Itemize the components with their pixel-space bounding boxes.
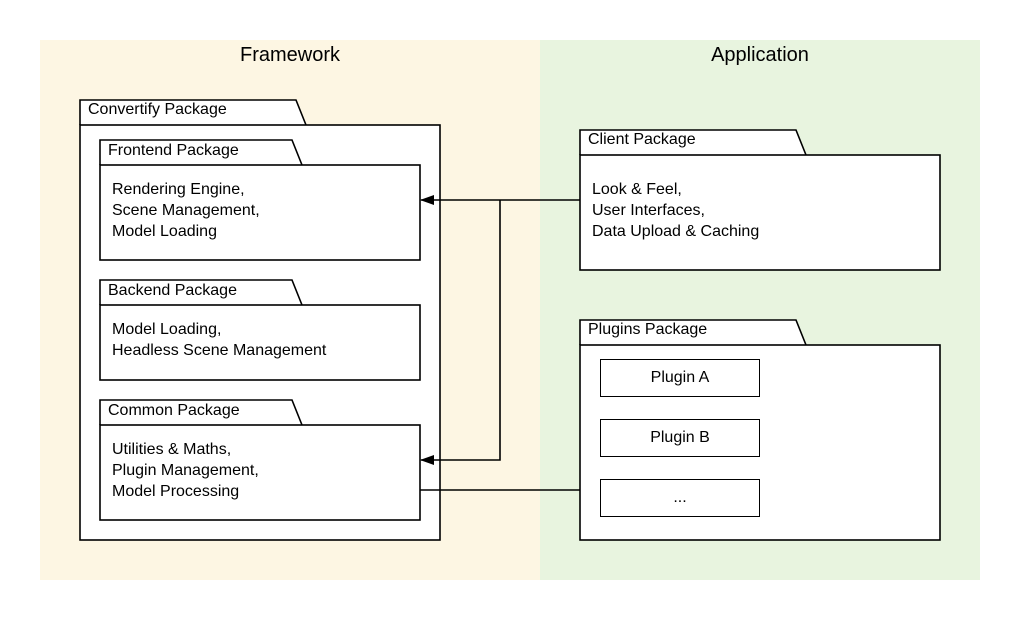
client-line: Data Upload & Caching: [592, 223, 760, 240]
plugin-more-box: ...: [600, 479, 760, 517]
backend-package-shape: [99, 279, 303, 306]
application-title: Application: [711, 44, 809, 66]
plugin-b-box: Plugin B: [600, 419, 760, 457]
client-package-body: [579, 154, 941, 271]
backend-line: Headless Scene Management: [112, 342, 327, 359]
common-package-shape: [99, 399, 303, 426]
client-line: User Interfaces,: [592, 202, 705, 219]
common-line: Model Processing: [112, 483, 240, 500]
client-package-content: Look & Feel, User Interfaces, Data Uploa…: [592, 179, 759, 242]
frontend-line: Model Loading: [112, 223, 217, 240]
client-package-title: Client Package: [588, 131, 696, 148]
backend-line: Model Loading,: [112, 321, 222, 338]
plugins-package-title: Plugins Package: [588, 321, 708, 338]
frontend-package-content: Rendering Engine, Scene Management, Mode…: [112, 179, 260, 242]
plugin-a-box: Plugin A: [600, 359, 760, 397]
framework-title: Framework: [239, 44, 340, 66]
common-package-title: Common Package: [108, 402, 240, 419]
convertify-package-shape: [79, 99, 307, 126]
backend-package-title: Backend Package: [108, 282, 237, 299]
frontend-package-body: [99, 164, 421, 261]
frontend-line: Rendering Engine,: [112, 181, 245, 198]
client-package-shape: [579, 129, 807, 156]
frontend-package-title: Frontend Package: [108, 142, 239, 159]
backend-package-content: Model Loading, Headless Scene Management: [112, 319, 326, 361]
common-line: Plugin Management,: [112, 462, 259, 479]
client-to-common-arrow: [420, 200, 501, 465]
common-line: Utilities & Maths,: [112, 441, 232, 458]
frontend-line: Scene Management,: [112, 202, 260, 219]
common-package-body: [99, 424, 421, 521]
backend-package-body: [99, 304, 421, 381]
frontend-package-shape: [99, 139, 303, 166]
plugins-package-shape: [579, 319, 807, 346]
common-package-content: Utilities & Maths, Plugin Management, Mo…: [112, 439, 259, 502]
client-line: Look & Feel,: [592, 181, 682, 198]
convertify-package-title: Convertify Package: [88, 101, 227, 118]
